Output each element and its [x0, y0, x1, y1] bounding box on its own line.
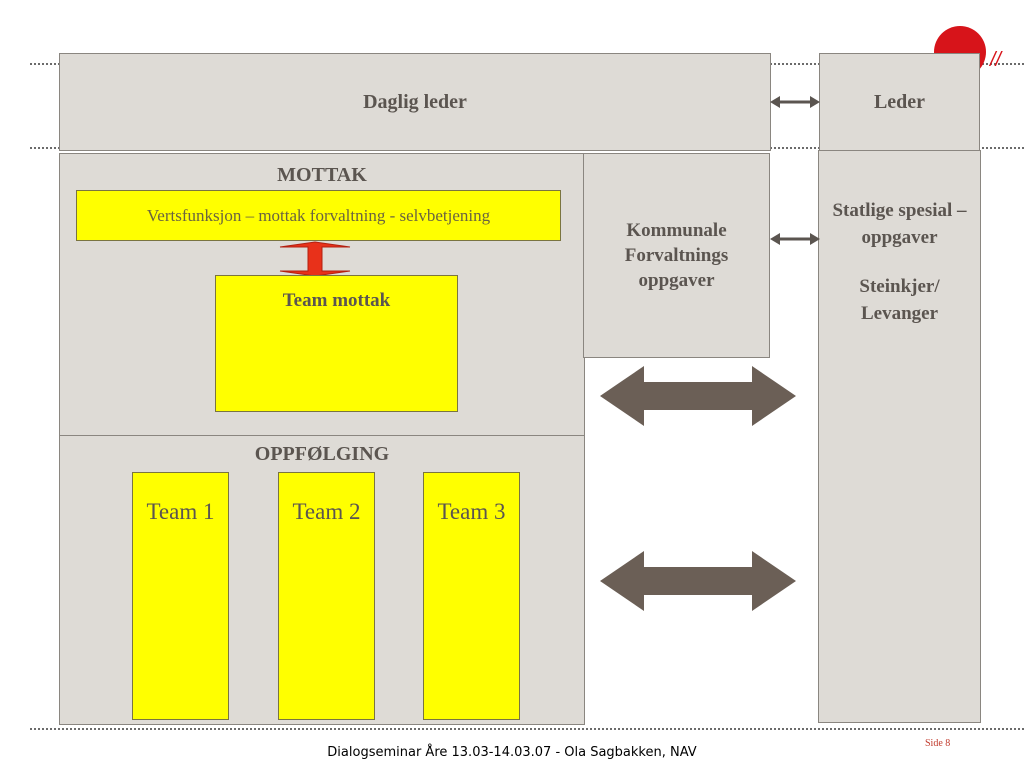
team-2-box: Team 2: [278, 472, 375, 720]
kommunale-label: Kommunale Forvaltnings oppgaver: [624, 220, 729, 291]
big-double-arrow-upper-icon: [600, 366, 796, 426]
svg-text://: //: [988, 49, 1004, 71]
kommunale-box: Kommunale Forvaltnings oppgaver: [583, 153, 770, 358]
big-double-arrow-lower-icon: [600, 551, 796, 611]
team-3-label: Team 3: [437, 499, 506, 524]
team-2-label: Team 2: [292, 499, 361, 524]
leder-label: Leder: [873, 90, 926, 113]
daglig-leder-label: Daglig leder: [363, 90, 467, 113]
footer-text: Dialogseminar Åre 13.03-14.03.07 - Ola S…: [327, 745, 697, 760]
leder-box: Leder: [819, 53, 980, 151]
team-1-label: Team 1: [146, 499, 215, 524]
vertsfunksjon-label: Vertsfunksjon – mottak forvaltning - sel…: [146, 206, 491, 225]
statlige-label: Statlige spesial – oppgaver: [832, 200, 967, 248]
oppfolging-title: OPPFØLGING: [254, 443, 390, 465]
daglig-leder-box: Daglig leder: [59, 53, 771, 151]
statlige-box: Statlige spesial – oppgaver Steinkjer/ L…: [818, 150, 981, 723]
vertsfunksjon-bar: Vertsfunksjon – mottak forvaltning - sel…: [76, 190, 561, 241]
team-mottak-label: Team mottak: [282, 290, 391, 311]
mottak-title: MOTTAK: [277, 164, 367, 186]
steinkjer-levanger-label: Steinkjer/ Levanger: [859, 276, 940, 324]
page-number: Side 8: [925, 738, 951, 749]
team-mottak-box: Team mottak: [215, 275, 458, 412]
bottom-dotted-line: [30, 728, 1024, 730]
small-arrow-leder-icon: [770, 96, 820, 108]
team-1-box: Team 1: [132, 472, 229, 720]
small-arrow-kommunale-icon: [770, 233, 820, 245]
team-3-box: Team 3: [423, 472, 520, 720]
red-double-arrow-icon: [279, 241, 351, 277]
